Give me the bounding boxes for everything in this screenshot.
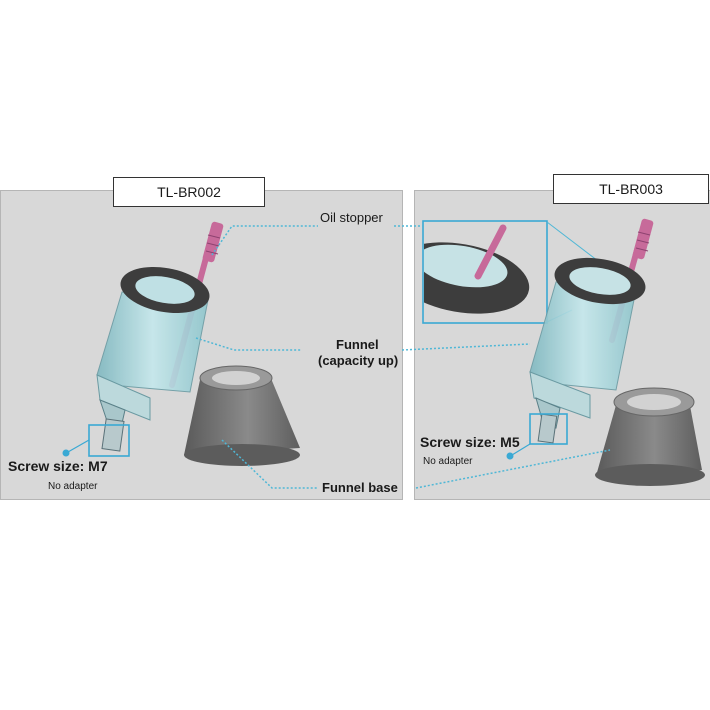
- left-funnel: [96, 291, 209, 452]
- left-screw-dot-marker: [62, 449, 70, 457]
- right-funnel-base: [595, 387, 705, 486]
- left-adapter-note: No adapter: [48, 481, 98, 492]
- callout-funnel: Funnel: [336, 337, 379, 352]
- left-screw-size: Screw size: M7: [8, 458, 108, 474]
- callout-funnel-base: Funnel base: [322, 480, 398, 495]
- right-screw-highlight-box: [529, 413, 568, 445]
- right-screw-size: Screw size: M5: [420, 434, 520, 450]
- leader-lines-left: [195, 225, 318, 489]
- right-adapter-note: No adapter: [423, 456, 473, 467]
- right-zoom-inset: [424, 224, 530, 314]
- right-screw-dot-marker: [506, 452, 514, 460]
- right-stopper-ring: [554, 257, 646, 305]
- right-funnel: [529, 281, 637, 444]
- model-label-tl-br003: TL-BR003: [553, 174, 709, 204]
- callout-oil-stopper: Oil stopper: [320, 210, 383, 225]
- left-funnel-base: [184, 365, 300, 466]
- callout-funnel-capacity: (capacity up): [318, 353, 399, 368]
- model-label-tl-br002: TL-BR002: [113, 177, 265, 207]
- leader-lines-right: [394, 225, 611, 489]
- left-stopper-ring: [120, 266, 210, 314]
